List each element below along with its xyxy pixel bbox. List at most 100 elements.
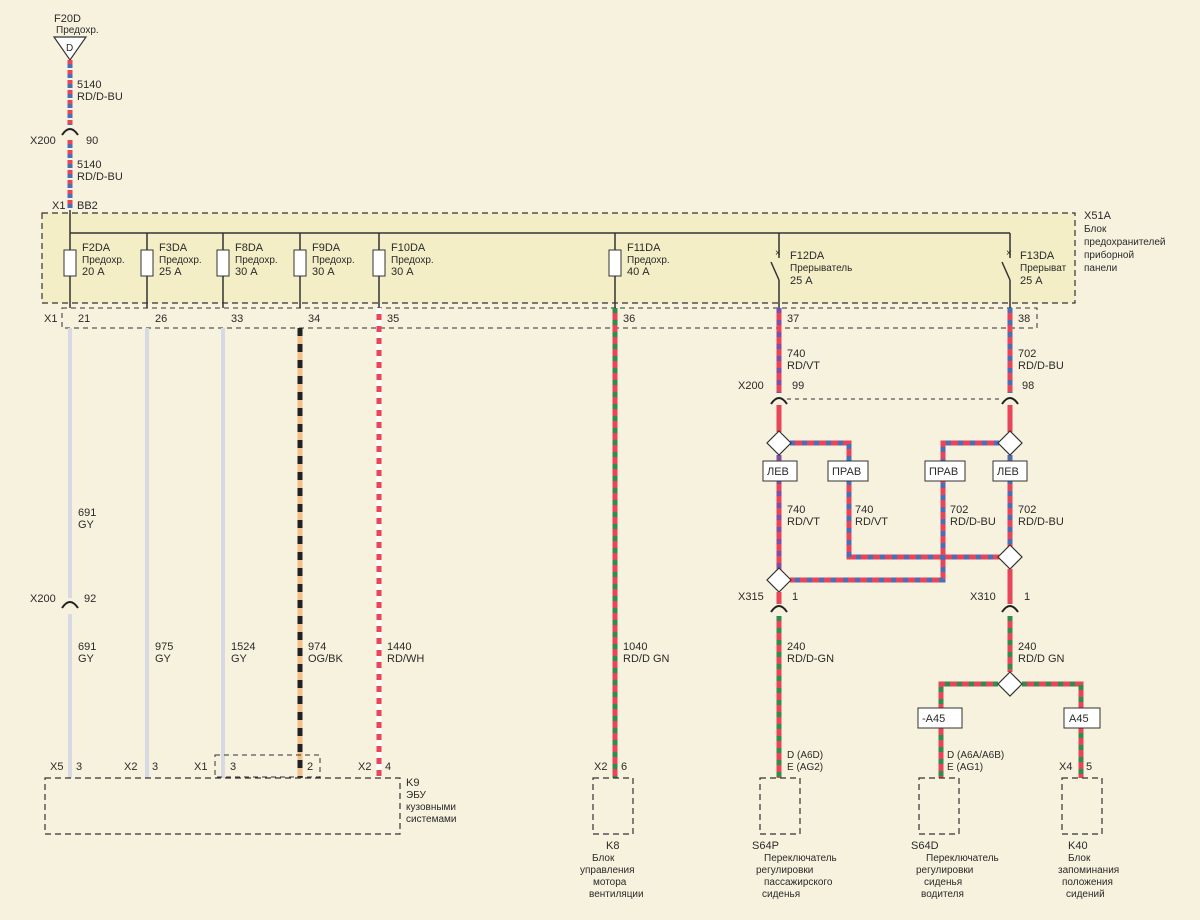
s64p-line-1: Переключатель [764, 853, 837, 864]
s64d-pin-e: E (AG1) [947, 762, 983, 773]
wire-974-color: OG/BK [308, 653, 344, 665]
wire-975-color: GY [155, 653, 172, 665]
wire-691-upper-color: GY [78, 519, 95, 531]
panel-line-1: Блок [1084, 224, 1107, 235]
breaker-f13da-rating: 25 А [1020, 275, 1043, 287]
k8-conn: X2 [594, 761, 607, 773]
s64p-line-3: пассажирского [764, 877, 833, 888]
top-wire-upper-color: RD/D-BU [77, 91, 123, 103]
s64p-line-2: регулировки [756, 865, 813, 876]
option-lev-right: ЛЕВ [997, 466, 1019, 478]
fuse-f3da-name: Предохр. [159, 255, 202, 266]
panel-line-3: приборной [1084, 249, 1134, 261]
wire-702-color: RD/D-BU [1018, 360, 1064, 372]
k8-line-3: мотора [593, 877, 627, 888]
k9-line-3: системами [406, 814, 457, 825]
k8-line-4: вентиляции [589, 889, 644, 900]
fuse-f11da-pin: 36 [623, 313, 635, 325]
fuse-f3da-id: F3DA [159, 242, 188, 254]
breaker-f12da-switch [770, 261, 780, 281]
k9-pin-1-conn: X5 [50, 761, 63, 773]
k40-pin: 5 [1086, 761, 1092, 773]
wire-974-number: 974 [308, 641, 326, 653]
k9-pin-5-conn: X2 [358, 761, 371, 773]
fuse-f9da-symbol [293, 249, 307, 277]
splice-lower-left [766, 567, 792, 593]
s64d-pin-d: D (A6A/A6B) [947, 750, 1004, 761]
option-prav-right: ПРАВ [929, 466, 958, 478]
s64d-line-3: сиденья [924, 877, 962, 888]
k9-box [44, 777, 401, 835]
option-a45-box [1063, 707, 1101, 729]
fuse-f11da-id: F11DA [627, 242, 661, 254]
k8-pin: 6 [621, 761, 627, 773]
wire-1040-number: 1040 [623, 641, 647, 653]
x1-connector-label: X1 [44, 313, 57, 325]
s64p-pin-e: E (AG2) [787, 762, 823, 773]
fuse-f8da-id: F8DA [235, 242, 264, 254]
x200-left-id: X200 [30, 593, 56, 605]
k40-line-3: положения [1062, 877, 1113, 888]
wire-691-upper-number: 691 [78, 507, 96, 519]
breaker-f12da-pin: 37 [787, 313, 799, 325]
option-a45: A45 [1069, 713, 1089, 725]
fuse-f10da: F10DA Предохр. 30 А 35 [372, 233, 434, 325]
source-fuse-symbol-letter: D [66, 43, 73, 54]
x315-id: X315 [738, 591, 764, 603]
k9-line-1: ЭБУ [406, 790, 427, 801]
x200-left-connector [61, 601, 79, 609]
k40-box [1061, 777, 1103, 835]
k9-line-2: кузовными [406, 802, 456, 813]
fuse-f11da-name: Предохр. [627, 255, 670, 266]
top-wire-lower-number: 5140 [77, 159, 101, 171]
breaker-f12da: × F12DA Прерыватель 25 А 37 [770, 233, 852, 325]
fuse-f8da: F8DA Предохр. 30 А 33 [216, 233, 278, 325]
breaker-f13da-id: F13DA [1020, 250, 1055, 262]
fuse-f3da-rating: 25 А [159, 266, 182, 278]
x200-left-pin: 92 [84, 593, 96, 605]
k8-box [592, 777, 634, 835]
wire-702-prav-number: 702 [950, 504, 968, 516]
wire-1440-color: RD/WH [387, 653, 424, 665]
fuse-f8da-name: Предохр. [235, 255, 278, 266]
s64d-box [918, 777, 960, 835]
breaker-f12da-mark: × [775, 248, 781, 259]
wire-1524-number: 1524 [231, 641, 255, 653]
fuse-f2da: F2DA Предохр. 20 А 21 [63, 233, 125, 325]
splice-upper-left [766, 430, 792, 456]
wire-702-prav-color: RD/D-BU [950, 516, 996, 528]
x200-right-pin-99: 99 [792, 380, 804, 392]
top-wire-upper-number: 5140 [77, 79, 101, 91]
s64d-line-2: регулировки [916, 865, 973, 876]
wire-1524-color: GY [231, 653, 248, 665]
x200-right-connector-99 [770, 397, 788, 405]
fuse-f11da-symbol [608, 249, 622, 277]
fuse-f10da-rating: 30 А [391, 266, 414, 278]
fuse-f11da: F11DA Предохр. 40 А 36 [608, 233, 670, 325]
k40-line-4: сидений [1066, 889, 1105, 900]
fuse-f10da-pin: 35 [387, 313, 399, 325]
wire-740-number: 740 [787, 348, 805, 360]
fuse-f2da-id: F2DA [82, 242, 111, 254]
fuse-f9da-rating: 30 А [312, 266, 335, 278]
x315-pin: 1 [792, 591, 798, 603]
fuse-f10da-name: Предохр. [391, 255, 434, 266]
breaker-f12da-name: Прерыватель [790, 263, 852, 274]
x315-connector [770, 605, 788, 613]
panel-line-4: панели [1084, 263, 1117, 274]
wire-702-number: 702 [1018, 348, 1036, 360]
fuse-f2da-name: Предохр. [82, 255, 125, 266]
fuse-f9da: F9DA Предохр. 30 А 34 [293, 233, 355, 325]
k9-pin-3: 3 [230, 761, 236, 773]
breaker-f13da-pin: 38 [1018, 313, 1030, 325]
x1-connector-strip [61, 307, 1038, 329]
k8-id: K8 [606, 840, 619, 852]
x310-connector [1001, 605, 1019, 613]
option-prav-right-box [924, 460, 966, 482]
k9-pin-4: 2 [307, 761, 313, 773]
splice-240 [997, 671, 1023, 697]
source-fuse-id: F20D [54, 13, 81, 25]
k40-id: K40 [1068, 840, 1088, 852]
breaker-f12da-id: F12DA [790, 250, 825, 262]
breaker-f13da-name: Прерыват [1020, 263, 1067, 274]
